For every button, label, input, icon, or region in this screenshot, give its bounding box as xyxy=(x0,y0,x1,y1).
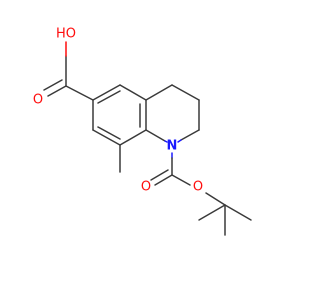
bond-ar-2 xyxy=(119,84,147,101)
molecule-structure: HO O N O O xyxy=(33,27,252,236)
hydroxyl-label: HO xyxy=(56,27,76,42)
bond-c-o-double-b xyxy=(43,79,63,91)
bond-lines xyxy=(43,41,252,236)
bond-sat-5-n xyxy=(164,140,168,143)
bond-sat-5 xyxy=(145,129,166,142)
atom-labels: HO O N O O xyxy=(33,27,203,195)
carbonyl-oxygen-label: O xyxy=(141,180,151,195)
bond-tbu-right xyxy=(224,204,252,221)
bond-ar-1-inner xyxy=(97,90,121,104)
ester-oxygen-label: O xyxy=(193,180,203,195)
bond-tbu-left xyxy=(198,204,226,221)
bond-c-o-carbonyl-a xyxy=(154,174,173,186)
carboxyl-oxygen-label: O xyxy=(33,93,43,108)
bond-ring-to-carboxyl xyxy=(65,85,94,101)
bond-c-o-double-a xyxy=(47,85,67,97)
bond-sat-4-n xyxy=(177,139,182,143)
bond-sat-2 xyxy=(171,84,200,101)
bond-sat-1 xyxy=(145,84,173,101)
bond-ar-5-inner xyxy=(97,126,121,140)
bond-ar-5 xyxy=(92,129,121,146)
bond-sat-4 xyxy=(180,129,200,141)
bond-c-o-ester xyxy=(171,174,191,186)
bond-ar-4 xyxy=(119,129,147,146)
ring-nitrogen-label: N xyxy=(167,139,178,154)
bond-c-o-carbonyl-b xyxy=(150,169,169,181)
bond-ar-1 xyxy=(92,84,121,101)
bond-o-tbu xyxy=(205,192,226,206)
